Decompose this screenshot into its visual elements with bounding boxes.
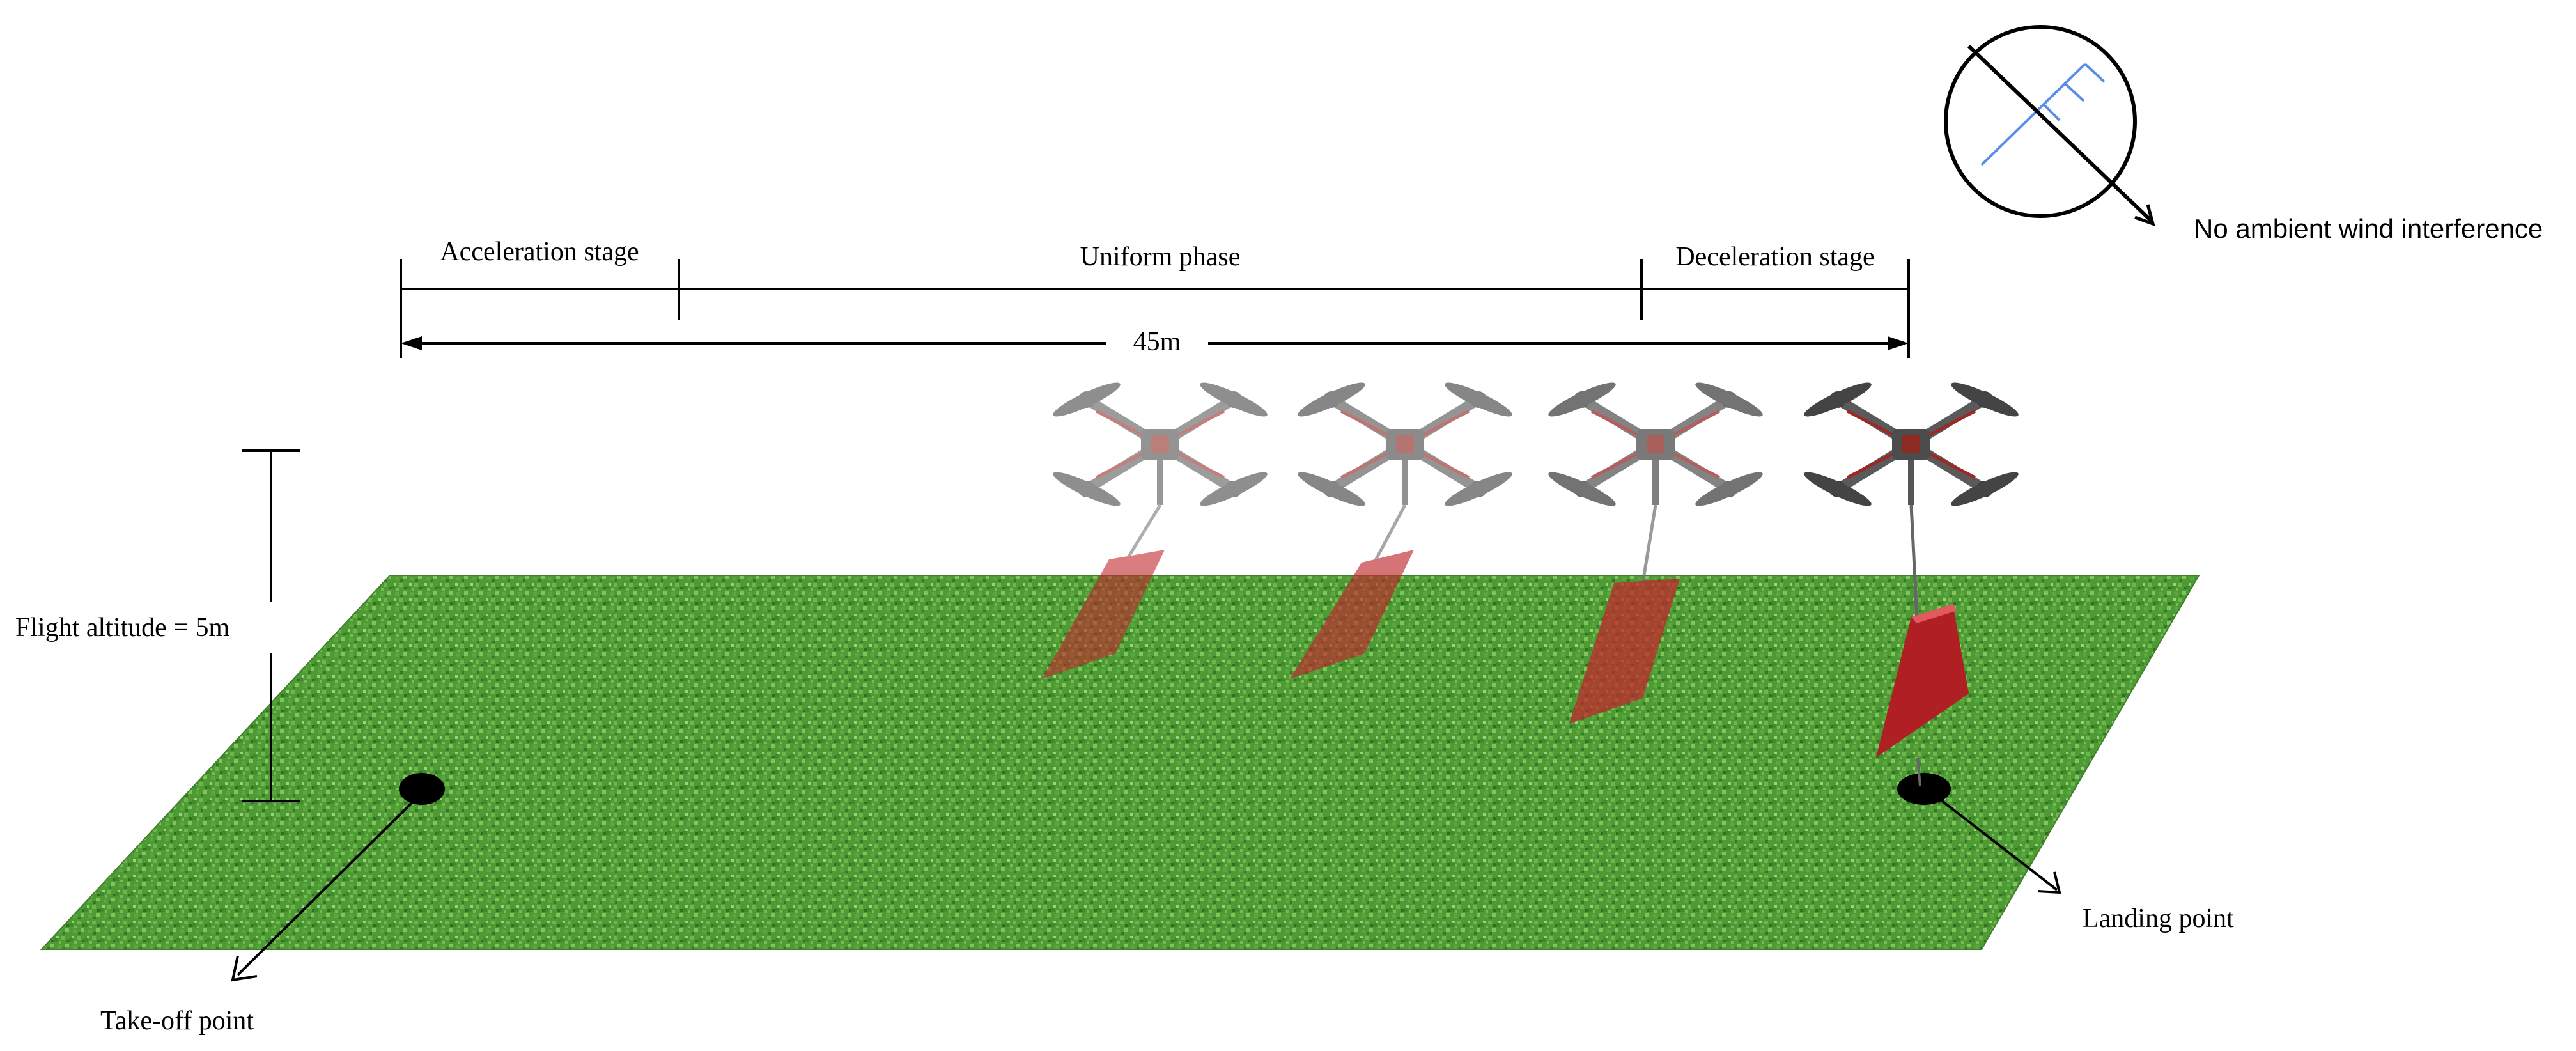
acceleration-stage-label: Acceleration stage: [440, 237, 639, 267]
distance-label: 45m: [1133, 327, 1181, 357]
landing-marker: [1897, 773, 1951, 805]
no-wind-icon: [1944, 25, 2155, 226]
flight-altitude-label: Flight altitude = 5m: [15, 613, 230, 642]
grass-field: [40, 575, 2200, 950]
payload-plate: [1290, 550, 1414, 679]
landing-label: Landing point: [2083, 904, 2234, 933]
takeoff-marker: [399, 773, 445, 805]
altitude-scale: [242, 449, 300, 802]
payload-plate: [1042, 550, 1165, 679]
drone-uniform-1: [1042, 378, 1270, 679]
payload-plate: [1876, 604, 1969, 758]
landing-arrow: [1937, 797, 2061, 894]
drone-deceleration: [1546, 378, 1765, 724]
uniform-phase-label: Uniform phase: [1080, 242, 1241, 272]
stage-dimension-lines: [400, 259, 1910, 358]
drone-uniform-2: [1290, 378, 1515, 679]
payload-plate: [1569, 579, 1680, 724]
deceleration-stage-label: Deceleration stage: [1675, 242, 1874, 272]
drone-landing: [1801, 378, 2021, 787]
wind-label: No ambient wind interference: [2194, 214, 2543, 244]
takeoff-arrow: [231, 798, 417, 982]
takeoff-label: Take-off point: [100, 1006, 254, 1036]
